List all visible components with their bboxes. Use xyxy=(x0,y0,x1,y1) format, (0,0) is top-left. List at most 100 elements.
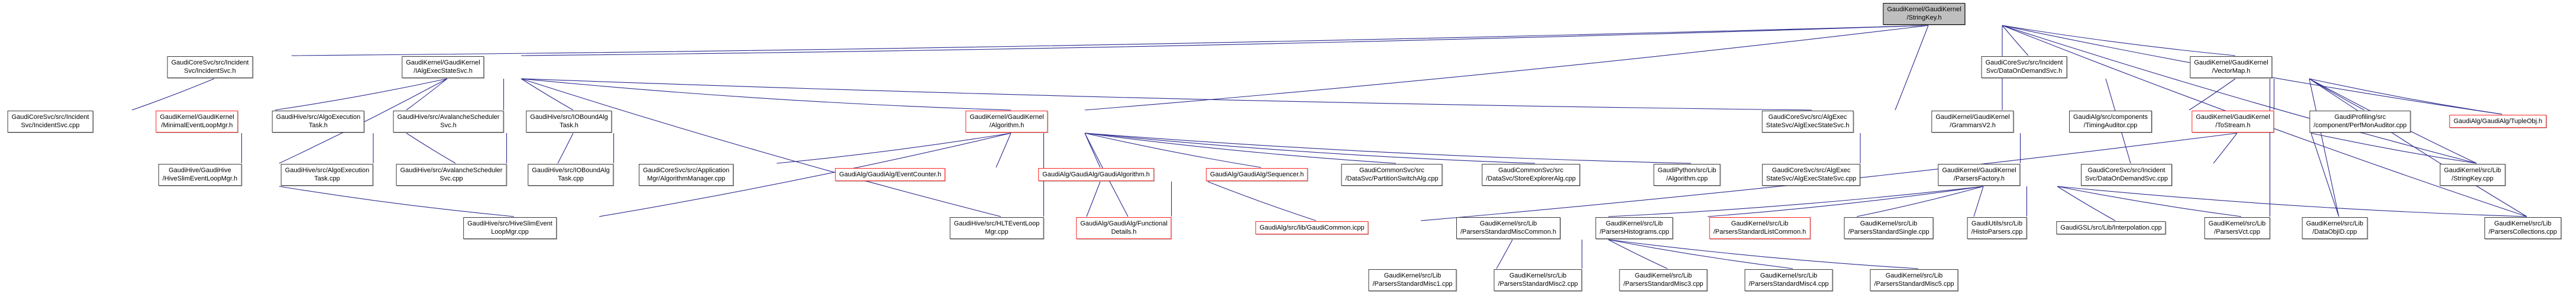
graph-node-tupleobj_h[interactable]: GaudiAlg/GaudiAlg/TupleObj.h xyxy=(2449,115,2547,128)
graph-node-storeexploreralg_cpp[interactable]: GaudiCommonSvc/src/DataSvc/StoreExplorer… xyxy=(1482,164,1580,186)
node-label-line: /ParsersHistograms.cpp xyxy=(1599,228,1669,236)
include-edge-incidentsvc_h-to-root xyxy=(291,25,1929,56)
node-label-line: /DataSvc/StoreExplorerAlg.cpp xyxy=(1486,175,1576,183)
graph-node-partitionswitchalg_cpp[interactable]: GaudiCommonSvc/src/DataSvc/PartitionSwit… xyxy=(1341,164,1443,186)
node-label-line: /ParsersStandardMisc1.cpp xyxy=(1372,280,1453,288)
include-edge-misc1_cpp-to-parsersmisccommon_h xyxy=(1496,239,1513,269)
graph-node-perfmonauditor_cpp[interactable]: GaudiProfiling/src/component/PerfMonAudi… xyxy=(2309,111,2411,133)
node-label-line: GaudiAlg/GaudiAlg/Functional xyxy=(1080,220,1168,227)
graph-node-gaudicommon_icpp[interactable]: GaudiAlg/src/lib/GaudiCommon.icpp xyxy=(1255,221,1369,235)
graph-node-parserssingle_cpp[interactable]: GaudiKernel/src/Lib/ParsersStandardSingl… xyxy=(1844,217,1934,239)
include-edge-misc3_cpp-to-parsersmisccommon_h xyxy=(1608,239,1668,269)
include-edge-algorithm_h-to-ialgexecstatesvc_h xyxy=(521,78,1011,111)
graph-node-misc1_cpp[interactable]: GaudiKernel/src/Lib/ParsersStandardMisc1… xyxy=(1368,269,1457,291)
node-label-line: /TimingAuditor.cpp xyxy=(2083,122,2138,130)
graph-node-grammarsv2_h[interactable]: GaudiKernel/GaudiKernel/GrammarsV2.h xyxy=(1931,111,2014,133)
node-label-line: StateSvc/AlgExecStateSvc.cpp xyxy=(1766,175,1857,183)
graph-node-parsersmisccommon_h[interactable]: GaudiKernel/src/Lib/ParsersStandardMiscC… xyxy=(1456,217,1561,239)
include-edge-misc4_cpp-to-parsersmisccommon_h xyxy=(1608,239,1793,269)
node-label-line: GaudiAlg/GaudiAlg/Sequencer.h xyxy=(1210,171,1304,178)
include-edge-hiveslim_cpp-to-algorithm_h xyxy=(599,133,1011,217)
include-edge-partitionswitchalg_cpp-to-algorithm_h xyxy=(1084,133,1397,164)
include-edge-dataondemandsvc_cpp-to-tostream_h xyxy=(2213,133,2238,164)
node-label-line: GaudiAlg/GaudiAlg/GaudiAlgorithm.h xyxy=(1042,171,1150,178)
node-label-line: GaudiKernel/src/Lib xyxy=(1760,272,1818,279)
include-edge-tupleobj_h-to-vectormap_h xyxy=(2309,78,2503,115)
include-edge-pyalgorithm_cpp-to-algorithm_h xyxy=(1084,133,1692,164)
node-label-line: /component/PerfMonAuditor.cpp xyxy=(2313,122,2407,130)
node-label-line: /ToStream.h xyxy=(2215,122,2251,130)
graph-node-parsersvct_cpp[interactable]: GaudiKernel/src/Lib/ParsersVct.cpp xyxy=(2204,217,2270,239)
graph-node-hiveslim_h[interactable]: GaudiHive/GaudiHive/HiveSlimEventLoopMgr… xyxy=(158,164,242,186)
node-label-line: Task.h xyxy=(560,122,578,130)
node-label-line: StateSvc/AlgExecStateSvc.h xyxy=(1766,122,1850,130)
include-edge-parserscollections_cpp-to-vectormap_h xyxy=(2309,78,2527,217)
include-edge-algorithmmanager_cpp-to-algorithm_h xyxy=(776,133,1011,164)
node-label-line: Mgr/AlgorithmManager.cpp xyxy=(647,175,726,183)
graph-node-misc4_cpp[interactable]: GaudiKernel/src/Lib/ParsersStandardMisc4… xyxy=(1744,269,1833,291)
graph-node-vectormap_h[interactable]: GaudiKernel/GaudiKernel/VectorMap.h xyxy=(2190,56,2273,78)
node-label-line: Details.h xyxy=(1111,228,1137,236)
include-edge-dataobjid_cpp-to-tostream_h xyxy=(2310,133,2339,217)
node-label-line: GaudiAlg/GaudiAlg/EventCounter.h xyxy=(839,171,942,178)
node-label-line: Task.cpp xyxy=(314,175,340,183)
graph-node-dataobjid_cpp[interactable]: GaudiKernel/src/Lib/DataObjID.cpp xyxy=(2302,217,2368,239)
graph-node-ialgexecstatesvc_h[interactable]: GaudiKernel/GaudiKernel/IAlgExecStateSvc… xyxy=(402,56,484,78)
graph-node-timingauditor_cpp[interactable]: GaudiAlg/src/components/TimingAuditor.cp… xyxy=(2069,111,2152,133)
graph-node-interpolation_cpp[interactable]: GaudiGSL/src/Lib/Interpolation.cpp xyxy=(2056,221,2166,235)
node-label-line: GaudiAlg/GaudiAlg/TupleObj.h xyxy=(2453,118,2543,125)
node-label-line: /ParsersStandardSingle.cpp xyxy=(1848,228,1929,236)
node-label-line: GaudiKernel/src/Lib xyxy=(1885,272,1943,279)
node-label-line: /StringKey.h xyxy=(1906,14,1942,22)
graph-node-tostream_h[interactable]: GaudiKernel/GaudiKernel/ToStream.h xyxy=(2192,111,2274,133)
graph-node-stringkey_cpp[interactable]: GaudiKernel/src/Lib/StringKey.cpp xyxy=(2439,164,2506,186)
node-label-line: GaudiAlg/src/lib/GaudiCommon.icpp xyxy=(1259,224,1365,231)
node-label-line: Mgr.cpp xyxy=(985,228,1009,236)
graph-node-algorithm_h[interactable]: GaudiKernel/GaudiKernel/Algorithm.h xyxy=(965,111,1048,133)
graph-root-node-root: GaudiKernel/GaudiKernel/StringKey.h xyxy=(1883,3,1966,25)
node-label-line: GaudiKernel/src/Lib xyxy=(1731,220,1789,227)
include-edge-parserslistcommon_h-to-parsersfactory_h xyxy=(1856,186,1984,217)
node-label-line: GaudiKernel/GaudiKernel xyxy=(1887,6,1961,13)
node-label-line: /VectorMap.h xyxy=(2212,67,2251,75)
graph-node-eventcounter_h[interactable]: GaudiAlg/GaudiAlg/EventCounter.h xyxy=(835,168,946,182)
graph-node-misc2_cpp[interactable]: GaudiKernel/src/Lib/ParsersStandardMisc2… xyxy=(1494,269,1582,291)
graph-node-minimaleventloopmgr_h[interactable]: GaudiKernel/GaudiKernel/MinimalEventLoop… xyxy=(156,111,238,133)
graph-node-parsersfactory_h[interactable]: GaudiKernel/GaudiKernel/ParsersFactory.h xyxy=(1938,164,2021,186)
graph-node-misc5_cpp[interactable]: GaudiKernel/src/Lib/ParsersStandardMisc5… xyxy=(1870,269,1958,291)
graph-node-sequencer_h[interactable]: GaudiAlg/GaudiAlg/Sequencer.h xyxy=(1205,168,1308,182)
graph-node-parserslistcommon_h[interactable]: GaudiKernel/src/Lib/ParsersStandardListC… xyxy=(1709,217,1811,239)
include-edge-incidentsvc_cpp-to-incidentsvc_h xyxy=(131,78,215,111)
include-edge-interpolation_cpp-to-parsersfactory_h xyxy=(2057,186,2116,221)
include-edge-ialgexecstatesvc_h-to-root xyxy=(521,25,1929,56)
graph-node-pyalgorithm_cpp[interactable]: GaudiPython/src/Lib/Algorithm.cpp xyxy=(1653,164,1721,186)
node-label-line: /GrammarsV2.h xyxy=(1950,122,1996,130)
graph-node-misc3_cpp[interactable]: GaudiKernel/src/Lib/ParsersStandardMisc3… xyxy=(1619,269,1708,291)
include-edge-minimaleventloopmgr_h-to-ialgexecstatesvc_h xyxy=(274,78,448,111)
node-label-line: GaudiKernel/GaudiKernel xyxy=(2194,59,2268,66)
graph-node-histoparsers_cpp[interactable]: GaudiUtils/src/Lib/HistoParsers.cpp xyxy=(1967,217,2027,239)
include-edge-parsersmisccommon_h-to-parsersfactory_h xyxy=(1608,186,1984,217)
graph-node-parserscollections_cpp[interactable]: GaudiKernel/src/Lib/ParsersCollections.c… xyxy=(2484,217,2561,239)
graph-node-parsershistograms_cpp[interactable]: GaudiKernel/src/Lib/ParsersHistograms.cp… xyxy=(1595,217,1673,239)
node-label-line: GaudiPython/src/Lib xyxy=(1657,167,1717,174)
graph-node-gaudialgorithm_h[interactable]: GaudiAlg/GaudiAlg/GaudiAlgorithm.h xyxy=(1038,168,1154,182)
node-label-line: GaudiHive/src/AlgoExecution xyxy=(276,114,361,121)
